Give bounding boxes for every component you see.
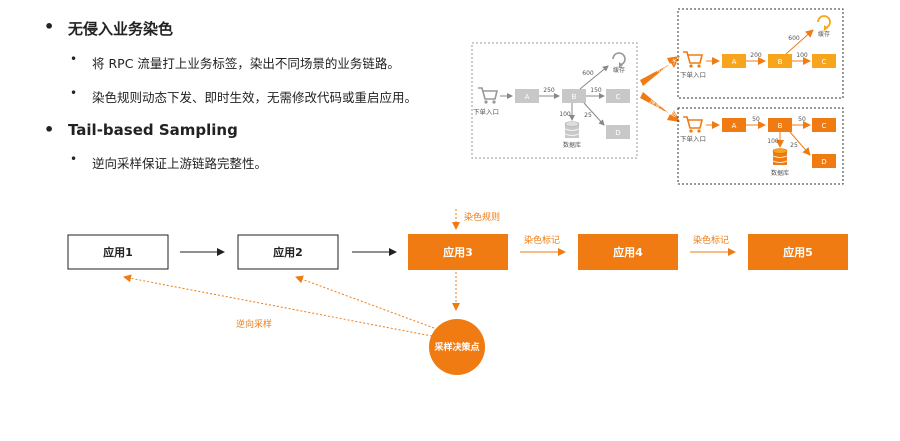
cart-icon-orange: [682, 51, 703, 69]
node-c-label: C: [616, 93, 621, 101]
bullet-item-2: 染色规则动态下发、即时生效，无需修改代码或重启应用。: [40, 86, 470, 106]
edge-a-b-label: 250: [543, 87, 555, 94]
app2-box: [237, 234, 339, 270]
reverse-label: 逆向采样: [236, 318, 272, 330]
node-b-label: B: [572, 93, 577, 101]
scene2-node-c-label: C: [822, 122, 827, 130]
scene1-node-b-label: B: [778, 58, 783, 66]
scene2-db-label: 数据库: [771, 169, 789, 177]
scene2-node-d-label: D: [821, 158, 826, 166]
scene1-frame: [677, 8, 844, 99]
scene2-frame: [677, 107, 844, 185]
cart-icon: [477, 87, 498, 105]
node-d: [606, 125, 630, 139]
app-flow: 应用1 应用2 应用3 染色标记 应用4 染色标记 应用5 染色规则 逆向采样 …: [67, 209, 848, 375]
scene2-node-a: [722, 118, 746, 132]
scene-arrow-1: 场景：大促: [640, 54, 684, 86]
bullet-list: 无侵入业务染色 将 RPC 流量打上业务标签，染出不同场景的业务链路。 染色规则…: [40, 17, 470, 187]
decision-label: 采样决策点: [433, 341, 479, 353]
scene1-node-b: [768, 54, 792, 68]
app3-box: [408, 234, 508, 270]
refresh-icon-gray: [612, 52, 626, 68]
db-label: 数据库: [563, 141, 581, 149]
scene2-topology: 下单入口 A 50 B 50 C 100 数据库 25 D: [677, 107, 844, 185]
scene2-node-b: [768, 118, 792, 132]
scene2-node-a-label: A: [732, 122, 737, 130]
node-c: [606, 89, 630, 103]
cart-icon-orange-2: [682, 116, 703, 134]
app3-label: 应用3: [443, 245, 473, 259]
bullet-heading-tail-sampling: Tail-based Sampling: [40, 120, 470, 139]
bullet-item-1: 将 RPC 流量打上业务标签，染出不同场景的业务链路。: [40, 52, 470, 72]
edge-b-cache-label: 600: [582, 70, 594, 77]
refresh-icon-orange: [817, 15, 831, 31]
scene-arrow-2-label: 场景：新品: [648, 98, 678, 119]
scene1-edge-b-c-label: 100: [796, 52, 808, 59]
reverse-arrow-app1: [123, 274, 433, 337]
app4-box: [578, 234, 678, 270]
bullet-item-3: 逆向采样保证上游链路完整性。: [40, 152, 470, 172]
scene2-edge-b-d: [789, 131, 811, 156]
scene2-entry-label: 下单入口: [680, 134, 706, 143]
edge-b-d: [583, 102, 605, 126]
app4-label: 应用4: [613, 245, 643, 259]
scene1-edge-b-cache: [785, 29, 814, 55]
database-icon-orange: [772, 148, 788, 165]
edge-b-db-label: 100: [559, 111, 571, 118]
rule-label: 染色规则: [464, 211, 500, 223]
app2-label: 应用2: [273, 245, 303, 259]
app1-label: 应用1: [103, 245, 133, 259]
database-icon-gray: [564, 121, 580, 138]
scene2-edge-b-c-label: 50: [798, 116, 806, 123]
scene2-node-c: [812, 118, 836, 132]
node-d-label: D: [615, 129, 620, 137]
mark-label-2: 染色标记: [693, 234, 729, 246]
edge-b-cache: [579, 65, 609, 90]
scene1-edge-b-cache-label: 600: [788, 35, 800, 42]
base-topology: 下单入口 A 250 B 150 C 600 缓存 100 数据库 25 D: [471, 42, 638, 159]
mark-label-1: 染色标记: [524, 234, 560, 246]
node-b: [562, 89, 586, 103]
scene1-topology: 下单入口 A 200 B 100 C 600 缓存: [677, 8, 844, 99]
edge-b-d-label: 25: [584, 112, 592, 119]
decision-point: [429, 319, 485, 375]
scene2-node-b-label: B: [778, 122, 783, 130]
reverse-arrow-app2: [295, 275, 435, 329]
scene1-node-a-label: A: [732, 58, 737, 66]
edge-b-c-label: 150: [590, 87, 602, 94]
entry-label: 下单入口: [473, 107, 499, 116]
scene2-node-d: [812, 154, 836, 168]
node-a: [515, 89, 539, 103]
cache-label: 缓存: [613, 66, 625, 74]
scene1-entry-label: 下单入口: [680, 70, 706, 79]
scene1-node-c-label: C: [822, 58, 827, 66]
app1-box: [67, 234, 169, 270]
scene2-edge-b-db-label: 100: [767, 138, 779, 145]
app5-label: 应用5: [783, 245, 813, 259]
scene2-edge-b-d-label: 25: [790, 142, 798, 149]
scene1-cache-label: 缓存: [818, 30, 830, 38]
app5-box: [748, 234, 848, 270]
scene1-edge-a-b-label: 200: [750, 52, 762, 59]
scene2-edge-a-b-label: 50: [752, 116, 760, 123]
node-a-label: A: [525, 93, 530, 101]
bullet-heading-coloring: 无侵入业务染色: [40, 17, 470, 39]
scene1-node-a: [722, 54, 746, 68]
scene-arrow-2: 场景：新品: [640, 92, 680, 122]
scene1-node-c: [812, 54, 836, 68]
